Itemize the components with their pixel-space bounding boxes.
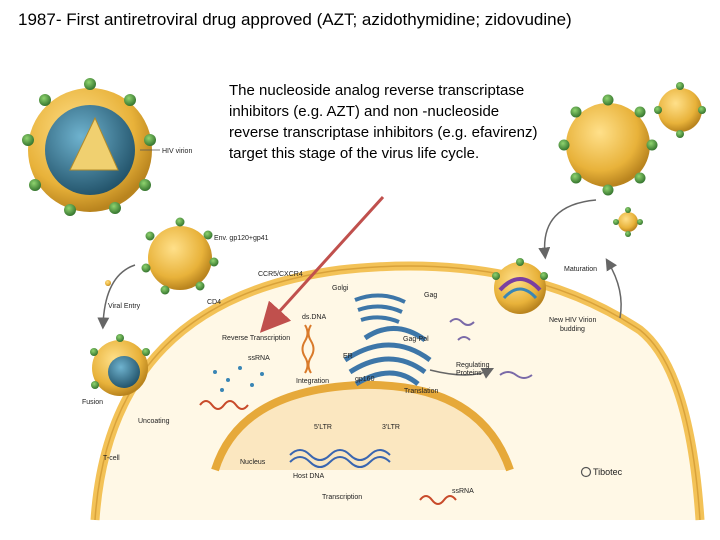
nucleotides [213,366,264,392]
label-transcription: Transcription [322,494,362,501]
label-cd4: CD4 [207,299,221,306]
label-regulating: Regulating [456,362,490,369]
hiv-virion-new-2 [654,82,706,138]
slide-title: 1987- First antiretroviral drug approved… [18,10,572,29]
label-new-hiv-virion: New HIV Virion [549,317,596,324]
callout-text: The nucleoside analog reverse transcript… [229,82,538,162]
label-hiv-virion: HIV virion [162,148,192,155]
hiv-virion-large [22,78,160,216]
label-uncoating: Uncoating [138,418,170,425]
label-host-dna: Host DNA [293,473,324,480]
host-dna [289,449,391,468]
entry-arrow [97,264,136,330]
label-3ltr: 3'LTR [382,424,400,431]
hiv-virion-new-1 [558,94,658,196]
hiv-virion-fusion [90,334,150,396]
label-integration: Integration [296,378,329,385]
label-5ltr: 5'LTR [314,424,332,431]
label-gagpol: Gag-Pol [403,336,429,343]
label-proteins: Proteins [456,370,482,377]
label-translation: Translation [404,388,438,395]
label-nucleus: Nucleus [240,459,266,466]
label-ssrna: ssRNA [248,355,270,362]
label-maturation: Maturation [564,266,597,273]
pointer-arrow [259,195,385,333]
hiv-virion-new-3 [613,207,643,237]
translation-arrow [429,367,495,379]
label-tcell: T-cell [103,455,120,462]
hiv-virion-small [105,280,111,286]
tibotec-logo: Tibotec [580,466,623,478]
label-viral-entry: Viral Entry [108,303,141,310]
label-ssrna-2: ssRNA [452,488,474,495]
hiv-virion-binding [141,217,219,295]
endoplasmic-reticulum [343,326,432,387]
nucleus [211,380,514,472]
label-env: Env. gp120+gp41 [214,235,269,242]
label-fusion: Fusion [82,399,103,406]
ssrna-strand [199,400,457,505]
label-golgi: Golgi [332,285,349,292]
golgi-apparatus [354,293,406,324]
label-reverse-transcription: Reverse Transcription [222,335,290,342]
label-gag: Gag [424,292,437,299]
label-budding: budding [560,326,585,333]
dsdna-helix [301,324,315,374]
protein-fragments [449,318,533,379]
label-tibotec: Tibotec [593,467,623,477]
hiv-virion-budding [492,258,548,314]
budding-arrow [538,199,597,260]
label-dsdna: ds.DNA [302,314,326,321]
maturation-arrow [605,258,622,319]
label-er: ER [343,353,353,360]
label-ccr5: CCR5/CXCR4 [258,271,303,278]
label-gp160: gp160 [355,376,375,383]
